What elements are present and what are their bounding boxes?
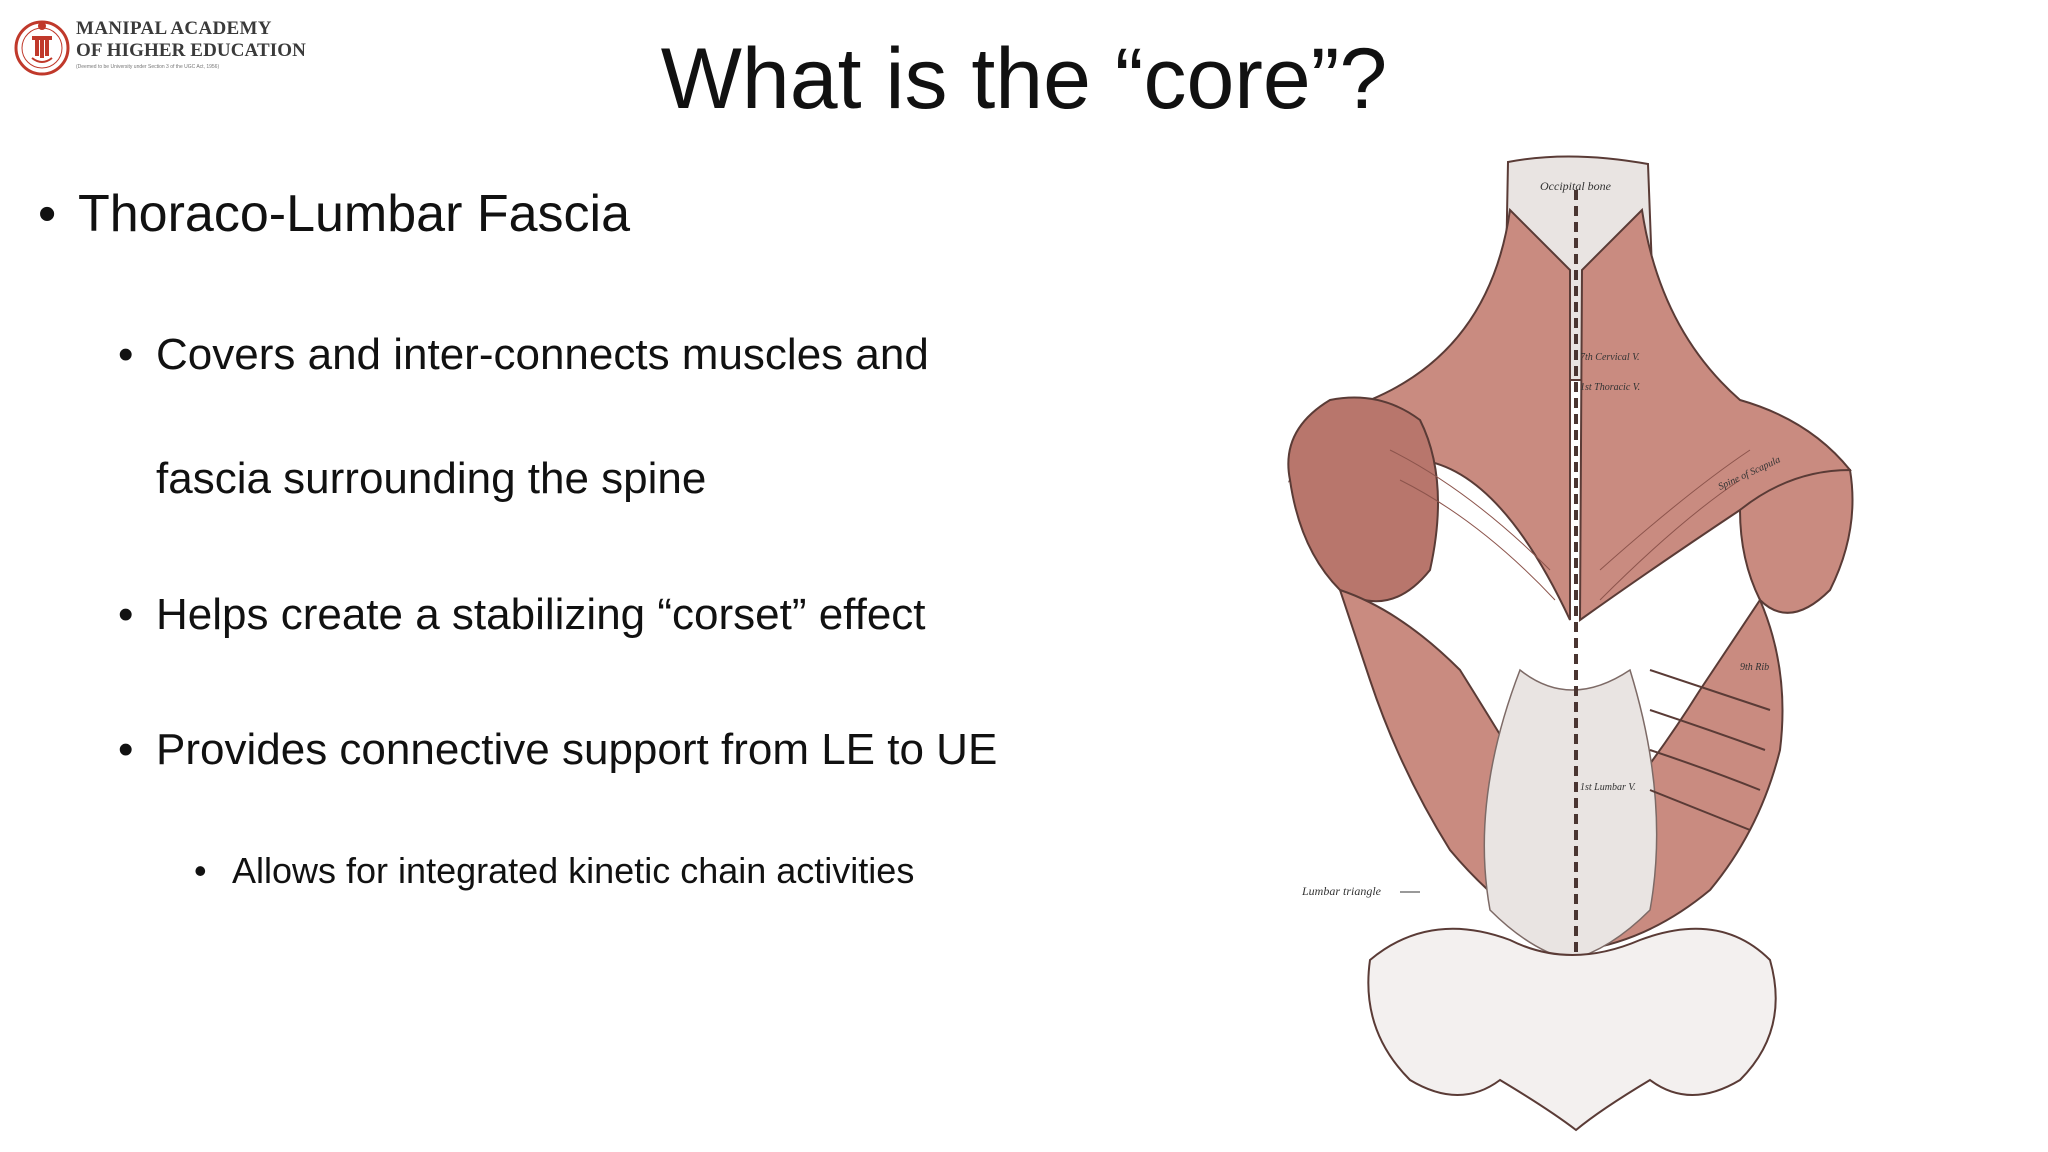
label-cervical: 7th Cervical V. — [1580, 352, 1640, 363]
label-rib: 9th Rib — [1740, 662, 1769, 673]
label-thoracic: 1st Thoracic V. — [1580, 382, 1641, 393]
slide-title: What is the “core”? — [660, 31, 1388, 127]
bullet-dot: • — [194, 850, 207, 891]
bullet-dot: • — [118, 590, 134, 639]
logo-fine-print: (Deemed to be University under Section 3… — [76, 64, 220, 70]
bullet-sub-3-child-text: Allows for integrated kinetic chain acti… — [232, 850, 915, 891]
label-occipital: Occipital bone — [1540, 179, 1612, 193]
bullet-sub-3-text: Provides connective support from LE to U… — [156, 725, 998, 774]
university-logo: MANIPAL ACADEMY OF HIGHER EDUCATION (Dee… — [12, 12, 312, 82]
university-emblem-icon — [14, 20, 70, 76]
logo-line-2: OF HIGHER EDUCATION — [76, 40, 306, 61]
bullet-sub-2-text: Helps create a stabilizing “corset” effe… — [156, 590, 926, 639]
bullet-sub-1-line-1: Covers and inter-connects muscles and — [156, 330, 929, 379]
back-muscles-drawing: Occipital bone 7th Cervical V. 1st Thora… — [1287, 155, 1854, 1132]
bullet-dot: • — [118, 330, 134, 379]
back-muscles-illustration: Occipital bone 7th Cervical V. 1st Thora… — [1270, 150, 1880, 1140]
label-lumbar: 1st Lumbar V. — [1580, 782, 1636, 793]
bullet-sub-1-line-2: fascia surrounding the spine — [156, 454, 707, 503]
bullet-dot: • — [118, 725, 134, 774]
label-lumbar-triangle: Lumbar triangle — [1301, 884, 1382, 898]
bullet-main-text: Thoraco-Lumbar Fascia — [78, 185, 630, 243]
bullet-dot: • — [38, 185, 57, 243]
logo-line-1: MANIPAL ACADEMY — [76, 18, 272, 39]
